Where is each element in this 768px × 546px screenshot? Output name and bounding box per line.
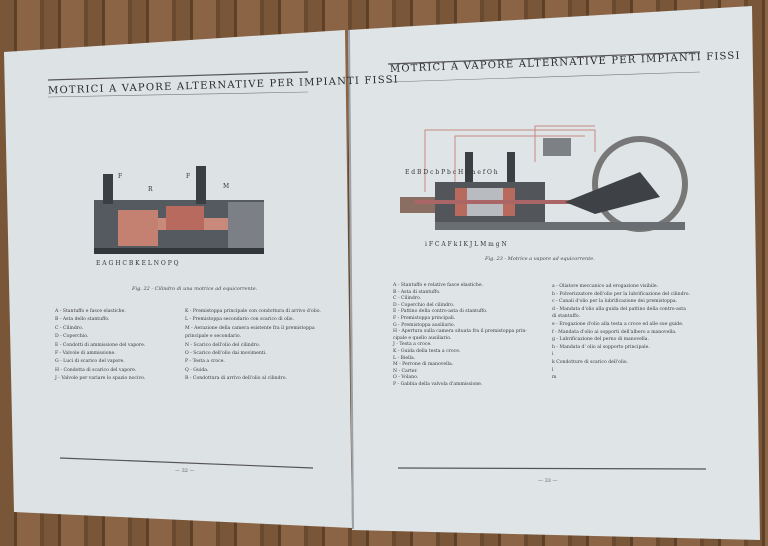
legend-item: b - Polverizzatore dell'olio per la lubr… bbox=[552, 291, 690, 297]
legend-item: M - Perrone di manovella. bbox=[393, 362, 454, 368]
legend-item: F - Valvole di ammissione. bbox=[55, 351, 116, 357]
svg-text:F: F bbox=[186, 173, 190, 180]
figure-23-top-labels: E d B D c b P b c H G a e f O h bbox=[405, 169, 498, 176]
legend-item: H - Condotta di scarico del vapore. bbox=[55, 367, 137, 373]
legend-item: C - Cilindro. bbox=[55, 325, 84, 331]
legend-item: M - Aerazione della camera esistente fra… bbox=[185, 325, 315, 331]
legend-item: P - Gabbia della valvola d'ammissione. bbox=[393, 381, 483, 387]
legend-item: F - Premistoppa principali. bbox=[393, 315, 456, 321]
left-footer-rule bbox=[59, 457, 314, 469]
legend-item: l bbox=[552, 367, 554, 373]
cylinder-cross-section-diagram: F R F M E A G H C B K E L N O P Q bbox=[94, 166, 264, 267]
legend-item: k Condotture di scarico dell'olio. bbox=[552, 359, 628, 365]
right-page-number: — 33 — bbox=[538, 478, 558, 484]
legend-item: K - Guida della testa a croce. bbox=[393, 348, 461, 354]
figure-22-caption: Fig. 22 - Cilindro di una motrice ad equ… bbox=[132, 286, 258, 292]
legend-item: A - Stantuffo e fasce elastiche. bbox=[55, 309, 126, 314]
legend-item: Q - Guida. bbox=[185, 367, 209, 373]
legend-item: J - Valvole per variare lo spazio nocivo… bbox=[55, 376, 146, 382]
right-legend-column-1: A - Stantuffo e relative fasce elastiche… bbox=[393, 283, 527, 389]
figure-23-caption: Fig. 23 - Motrice a vapore ad equicorren… bbox=[485, 256, 595, 262]
book-gutter bbox=[348, 29, 354, 530]
left-title-rule-bottom bbox=[47, 91, 309, 98]
legend-item: m bbox=[552, 375, 557, 381]
legend-item: D - Coperchio del cilindro. bbox=[393, 302, 455, 308]
figure-22-part-labels: E A G H C B K E L N O P Q bbox=[96, 260, 179, 267]
legend-item: f - Mandata d'olio ai sopporti dell'albe… bbox=[552, 329, 677, 335]
legend-item: C - Cilindro. bbox=[393, 296, 422, 302]
right-title-rule-bottom bbox=[387, 71, 701, 83]
legend-item: c - Canali d'olio per la lubrificazione … bbox=[552, 299, 678, 305]
legend-item: principale e secondario. bbox=[185, 334, 241, 340]
legend-item: H - Apertura sulla camera situata fra il… bbox=[393, 329, 527, 335]
legend-item: E - Condotti di ammissione del vapore. bbox=[55, 342, 146, 348]
right-legend-column-2: a - Oliatore meccanico ad erogazione vis… bbox=[552, 283, 690, 382]
legend-item: h - Mandata d' olio al sopporto principa… bbox=[552, 344, 650, 350]
legend-item: B - Asta di stantuffo. bbox=[393, 289, 441, 295]
legend-item: E - Pattino della contro-asta di stantuf… bbox=[393, 309, 488, 315]
steam-engine-diagram: E d B D c b P b c H G a e f O h i F C A … bbox=[400, 125, 688, 248]
left-title-rule-top bbox=[47, 71, 309, 81]
right-title-rule-top bbox=[387, 51, 701, 65]
svg-text:M: M bbox=[223, 183, 229, 190]
legend-item: L - Premistoppa secondario con scarico d… bbox=[185, 317, 294, 323]
legend-item: B - Asta dello stantuffo. bbox=[55, 317, 110, 323]
legend-item: d - Mandata d'olio alla guida del pattin… bbox=[552, 306, 686, 312]
legend-item: L - Biella. bbox=[393, 355, 416, 361]
left-legend-column-1: A - Stantuffo e fasce elastiche. B - Ast… bbox=[55, 308, 145, 384]
legend-item: A - Stantuffo e relative fasce elastiche… bbox=[393, 283, 484, 288]
legend-item: cipale e quello ausiliario. bbox=[393, 335, 452, 341]
left-legend-column-2: K - Premistoppa principale con condottur… bbox=[185, 308, 321, 384]
left-page bbox=[4, 30, 352, 528]
legend-item: g - Lubrificazione del perno di manovell… bbox=[552, 337, 649, 343]
legend-item: K - Premistoppa principale con condottur… bbox=[185, 309, 321, 314]
legend-item: a - Oliatore meccanico ad erogazione vis… bbox=[552, 284, 659, 289]
legend-item: N - Carter. bbox=[393, 368, 418, 374]
right-page bbox=[348, 6, 760, 540]
svg-text:R: R bbox=[148, 186, 153, 193]
legend-item: D - Coperchio. bbox=[55, 334, 89, 340]
legend-item: O - Scarico dell'olio dai movimenti. bbox=[185, 351, 267, 357]
figure-23-bottom-labels: i F C A F k I K J L M m g N bbox=[425, 241, 507, 248]
legend-item: di stantuffo. bbox=[552, 314, 580, 320]
legend-item: i bbox=[552, 352, 554, 358]
legend-item: P - Testa a croce. bbox=[185, 359, 225, 365]
right-footer-rule bbox=[397, 467, 707, 470]
svg-text:F: F bbox=[118, 173, 122, 180]
legend-item: O - Volano. bbox=[393, 375, 419, 381]
left-page-number: — 32 — bbox=[175, 468, 195, 474]
legend-item: G - Luci di scarico del vapore. bbox=[55, 359, 125, 365]
legend-item: J - Testa a croce. bbox=[393, 342, 432, 348]
legend-item: R - Condottura di arrivo dell'olio al ci… bbox=[185, 376, 287, 382]
legend-item: N - Scarico dell'olio del cilindro. bbox=[185, 342, 261, 348]
legend-item: e - Erogazione d'olio alla testa a croce… bbox=[552, 321, 684, 327]
legend-item: G - Premistoppa ausiliario. bbox=[393, 322, 456, 328]
